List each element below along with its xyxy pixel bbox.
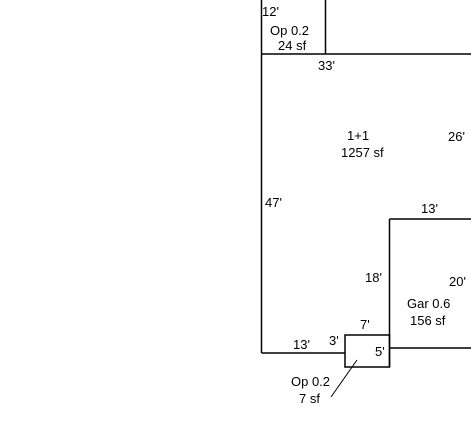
garage-name: Gar 0.6: [407, 296, 450, 311]
dim-3-label: 3': [329, 333, 339, 348]
porch-bottom-leader: [330, 359, 358, 398]
garage-area: 156 sf: [410, 313, 446, 328]
dim-33-label: 33': [318, 58, 335, 73]
dim-47-label: 47': [265, 195, 282, 210]
dim-18-label: 18': [365, 270, 382, 285]
dim-12-label: 12': [262, 4, 279, 19]
porch-top-area: 24 sf: [278, 38, 307, 53]
dim-7-label: 7': [360, 317, 370, 332]
dim-13-bottom-label: 13': [293, 337, 310, 352]
dim-13-garage-label: 13': [421, 201, 438, 216]
dim-5-label: 5': [375, 344, 385, 359]
dim-26-label: 26': [448, 129, 465, 144]
dim-20-label: 20': [449, 274, 466, 289]
main-name: 1+1: [347, 128, 369, 143]
porch-bottom-area: 7 sf: [299, 391, 320, 406]
porch-bottom-box: [344, 334, 391, 368]
main-area: 1257 sf: [341, 145, 384, 160]
porch-top-name: Op 0.2: [270, 23, 309, 38]
porch-bottom-name: Op 0.2: [291, 374, 330, 389]
